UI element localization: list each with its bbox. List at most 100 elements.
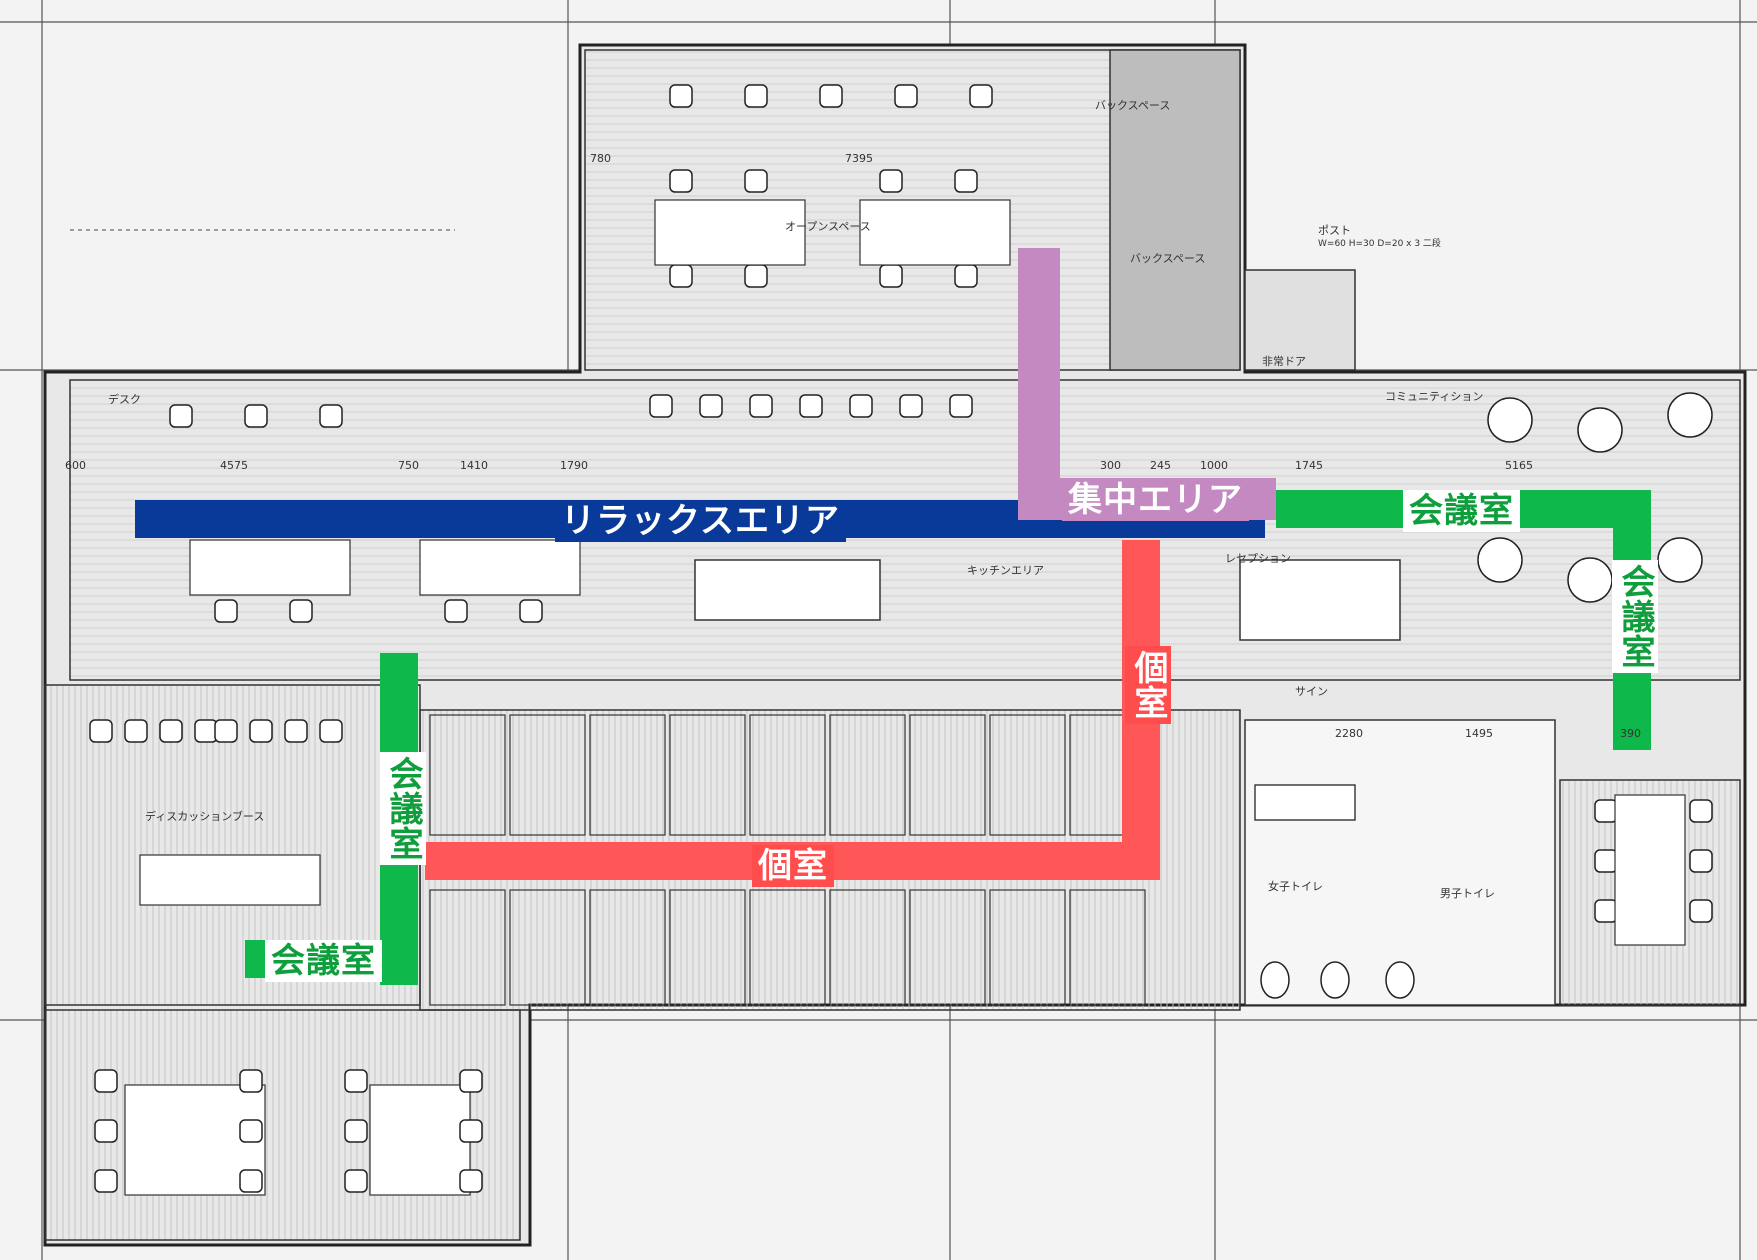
post-label: ポスト: [1318, 224, 1351, 237]
chair: [744, 264, 768, 288]
chair: [969, 84, 993, 108]
chair: [169, 404, 193, 428]
chair: [894, 84, 918, 108]
chair: [319, 404, 343, 428]
dim-label: 1790: [560, 459, 588, 472]
chair: [194, 719, 218, 743]
chair: [124, 719, 148, 743]
dim-label: 1000: [1200, 459, 1228, 472]
round-table: [1657, 537, 1703, 583]
desk: [189, 539, 351, 596]
discussion-table: [139, 854, 321, 906]
chair: [94, 1119, 118, 1143]
private-booth: [509, 889, 586, 1006]
chair: [669, 264, 693, 288]
relax-area-label: リラックスエリア: [555, 500, 846, 542]
community-label: コミュニティション: [1385, 390, 1484, 403]
dim-label: 245: [1150, 459, 1171, 472]
chair: [239, 1069, 263, 1093]
dim-label: 2280: [1335, 727, 1363, 740]
dim-label: 1495: [1465, 727, 1493, 740]
round-table: [1667, 392, 1713, 438]
post-area: [1244, 269, 1356, 371]
chair: [954, 264, 978, 288]
reception-desk: [1239, 559, 1401, 641]
private-booth: [909, 889, 986, 1006]
chair: [744, 84, 768, 108]
private-booth: [509, 714, 586, 836]
private-booth: [429, 889, 506, 1006]
private-booth: [669, 714, 746, 836]
chair: [1594, 799, 1618, 823]
chair: [1689, 849, 1713, 873]
chair: [89, 719, 113, 743]
kitchen-area-label: キッチンエリア: [967, 564, 1044, 577]
chair: [94, 1169, 118, 1193]
focus-area-label: 集中エリア: [1062, 479, 1249, 521]
private-booth: [989, 889, 1066, 1006]
chair: [284, 719, 308, 743]
dim-label: 5165: [1505, 459, 1533, 472]
dim-label: 780: [590, 152, 611, 165]
round-table: [1577, 407, 1623, 453]
chair: [159, 719, 183, 743]
dim-label: 300: [1100, 459, 1121, 472]
focus-area-band: [1018, 248, 1060, 518]
dim-label: 1745: [1295, 459, 1323, 472]
reception-label: レセプション: [1225, 552, 1291, 565]
discussion-booth-label: ディスカッションブース: [145, 810, 265, 823]
private-booth: [829, 889, 906, 1006]
private-booth: [749, 714, 826, 836]
chair: [214, 599, 238, 623]
private-booth: [589, 714, 666, 836]
chair: [444, 599, 468, 623]
chair: [899, 394, 923, 418]
private-booth: [909, 714, 986, 836]
sink-counter: [1254, 784, 1356, 821]
chair: [1594, 899, 1618, 923]
meeting-table: [369, 1084, 471, 1196]
womens-toilet-label: 女子トイレ: [1268, 880, 1323, 893]
meeting-room-label-bottom-left: 会議室: [265, 940, 382, 982]
private-room-label-horizontal: 個室: [752, 845, 834, 887]
dim-label: 7395: [845, 152, 873, 165]
toilet: [1260, 961, 1290, 999]
private-booth: [829, 714, 906, 836]
toilet: [1385, 961, 1415, 999]
chair: [244, 404, 268, 428]
dim-label: 4575: [220, 459, 248, 472]
private-booth: [989, 714, 1066, 836]
chair: [239, 1119, 263, 1143]
chair: [699, 394, 723, 418]
meeting-table: [1614, 794, 1686, 946]
chair: [879, 169, 903, 193]
chair: [344, 1069, 368, 1093]
chair: [1689, 899, 1713, 923]
chair: [744, 169, 768, 193]
back-space-label-2: バックスペース: [1130, 252, 1206, 265]
dim-label: 600: [65, 459, 86, 472]
back-space-label-1: バックスペース: [1095, 99, 1171, 112]
kitchen-counter: [694, 559, 881, 621]
chair: [799, 394, 823, 418]
desk-label: デスク: [108, 393, 141, 406]
chair: [1594, 849, 1618, 873]
chair: [1689, 799, 1713, 823]
chair: [649, 394, 673, 418]
chair: [669, 84, 693, 108]
meeting-room-label-top-right: 会議室: [1403, 490, 1520, 532]
chair: [94, 1069, 118, 1093]
post-spec-label: W=60 H=30 D=20 x 3 二段: [1318, 239, 1441, 249]
meeting-room-label-right: 会議室: [1612, 560, 1658, 673]
chair: [249, 719, 273, 743]
open-space-label: オープンスペース: [785, 220, 871, 233]
mens-toilet-label: 男子トイレ: [1440, 887, 1495, 900]
chair: [459, 1119, 483, 1143]
private-booth: [669, 889, 746, 1006]
round-table: [1487, 397, 1533, 443]
chair: [459, 1169, 483, 1193]
sign-label: サイン: [1295, 685, 1328, 698]
private-booth: [749, 889, 826, 1006]
